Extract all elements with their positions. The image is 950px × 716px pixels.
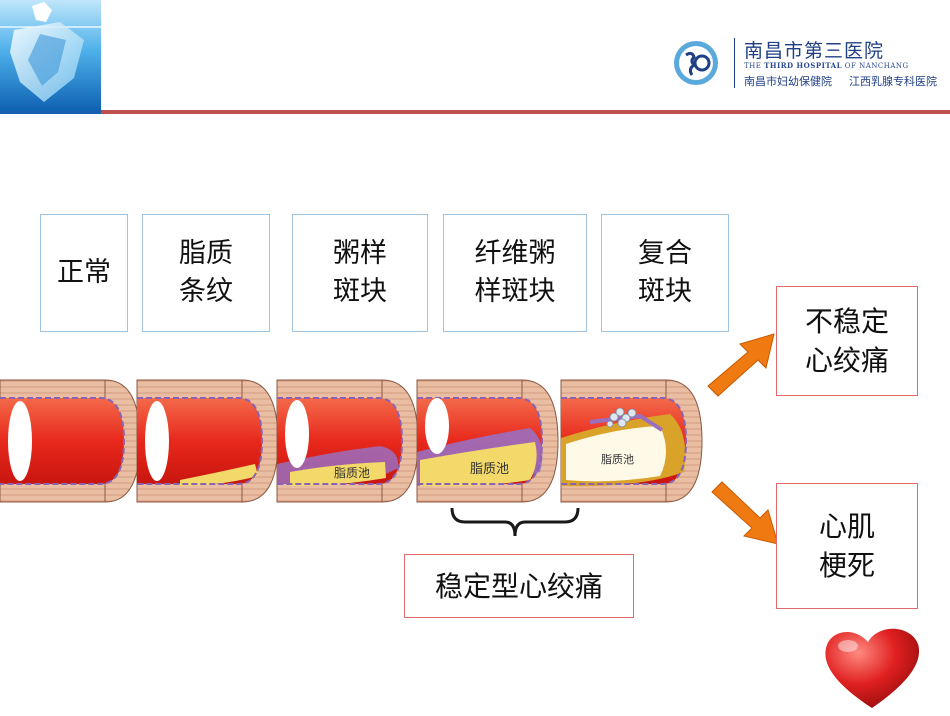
grouping-brace bbox=[449, 506, 581, 542]
stage-box-atheroma: 粥样 斑块 bbox=[292, 214, 428, 332]
iceberg-image bbox=[0, 0, 101, 111]
outcome-label-line1: 不稳定 bbox=[804, 305, 889, 338]
heart-icon bbox=[818, 622, 926, 712]
stage-label-line1: 粥样 bbox=[333, 238, 387, 269]
stage-label: 正常 bbox=[57, 257, 111, 288]
stage-box-normal: 正常 bbox=[40, 214, 128, 332]
outcome-label-line2: 心绞痛 bbox=[804, 344, 889, 377]
stage-label-line2: 条纹 bbox=[179, 276, 233, 307]
hospital-name-cn: 南昌市第三医院 bbox=[744, 40, 885, 62]
lipid-pool-label: 脂质池 bbox=[470, 462, 510, 477]
stage-box-fatty-streak: 脂质 条纹 bbox=[142, 214, 270, 332]
artery-segment-fatty-streak bbox=[136, 379, 279, 503]
hospital-logo-icon bbox=[672, 39, 720, 87]
hospital-name-en-prefix: THE bbox=[744, 62, 762, 70]
hospital-name-en-main: THIRD HOSPITAL bbox=[764, 61, 843, 70]
header-divider-left bbox=[0, 111, 101, 114]
arrow-down-right-icon bbox=[708, 478, 780, 548]
logo-separator bbox=[734, 38, 735, 88]
artery-segment-atheroma bbox=[276, 379, 419, 503]
artery-segment-fibroatheroma bbox=[416, 379, 559, 503]
stage-box-fibroatheroma: 纤维粥 样斑块 bbox=[443, 214, 587, 332]
outcome-label-line1: 心肌 bbox=[818, 510, 875, 543]
artery-segment-normal bbox=[0, 379, 141, 503]
stage-label-line2: 样斑块 bbox=[474, 276, 556, 307]
stage-box-complex-plaque: 复合 斑块 bbox=[601, 214, 729, 332]
stage-label-line2: 斑块 bbox=[333, 276, 387, 307]
arrow-up-right-icon bbox=[704, 330, 776, 400]
stable-angina-label: 稳定型心绞痛 bbox=[434, 569, 603, 603]
header-divider bbox=[101, 110, 950, 114]
stage-label-line1: 脂质 bbox=[179, 238, 233, 269]
stage-label-line1: 复合 bbox=[638, 238, 692, 269]
hospital-name-en-suffix: OF NANCHANG bbox=[844, 62, 909, 70]
outcome-label-line2: 梗死 bbox=[818, 549, 875, 582]
hospital-subnames: 南昌市妇幼保健院 江西乳腺专科医院 bbox=[744, 73, 937, 89]
artery-illustration bbox=[0, 372, 715, 510]
stage-label-line2: 斑块 bbox=[638, 276, 692, 307]
unstable-angina-box: 不稳定 心绞痛 bbox=[776, 286, 918, 396]
myocardial-infarction-box: 心肌 梗死 bbox=[776, 483, 918, 609]
hospital-name-en: THE THIRD HOSPITAL OF NANCHANG bbox=[744, 61, 909, 70]
hospital-sub-1: 南昌市妇幼保健院 bbox=[744, 75, 832, 88]
stable-angina-box: 稳定型心绞痛 bbox=[404, 554, 634, 618]
artery-segment-complex-plaque bbox=[560, 379, 703, 503]
lipid-pool-label: 脂质池 bbox=[334, 466, 371, 480]
stage-label-line1: 纤维粥 bbox=[474, 238, 556, 269]
hospital-sub-2: 江西乳腺专科医院 bbox=[849, 75, 937, 88]
lipid-pool-label: 脂质池 bbox=[601, 453, 634, 466]
